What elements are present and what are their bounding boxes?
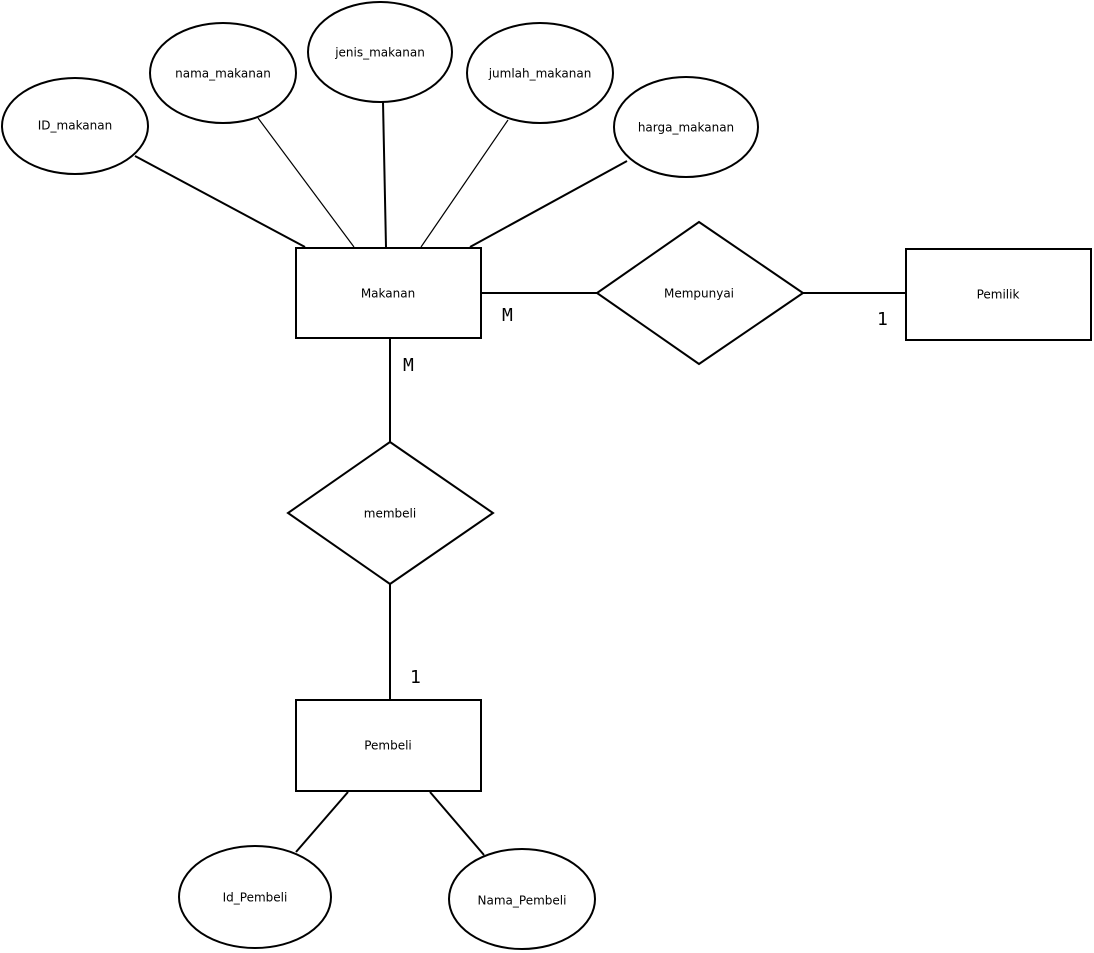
attribute-nama-pembeli: Nama_Pembeli (448, 848, 596, 950)
entity-label: Pembeli (364, 739, 412, 753)
connector-harga-makanan (469, 160, 628, 248)
attribute-jumlah-makanan: jumlah_makanan (466, 22, 614, 124)
attribute-label: jenis_makanan (334, 46, 425, 60)
attribute-id-pembeli: Id_Pembeli (178, 845, 332, 949)
entity-label: Makanan (361, 287, 415, 301)
attribute-label: harga_makanan (638, 121, 734, 135)
attribute-label: nama_makanan (175, 67, 271, 81)
connector-id-pembeli (295, 791, 349, 853)
entity-pemilik: Pemilik (905, 248, 1092, 341)
relationship-membeli: membeli (286, 440, 495, 586)
cardinality-pembeli-membeli: 1 (410, 667, 421, 688)
attribute-id-makanan: ID_makanan (1, 77, 149, 175)
connector-jumlah-makanan (420, 119, 509, 248)
relationship-mempunyai: Mempunyai (595, 220, 805, 366)
connector-nama-makanan (257, 117, 355, 248)
attribute-label: jumlah_makanan (488, 67, 592, 81)
entity-label: Pemilik (977, 288, 1020, 302)
entity-makanan: Makanan (295, 247, 482, 339)
cardinality-makanan-mempunyai: M (502, 305, 513, 326)
attribute-label: Id_Pembeli (223, 891, 288, 905)
attribute-label: Nama_Pembeli (478, 894, 567, 908)
cardinality-makanan-membeli: M (403, 355, 414, 376)
connector-id-makanan (134, 155, 306, 248)
attribute-harga-makanan: harga_makanan (613, 76, 759, 178)
cardinality-pemilik-mempunyai: 1 (877, 309, 888, 330)
relationship-label: Mempunyai (664, 287, 734, 301)
attribute-nama-makanan: nama_makanan (149, 22, 297, 124)
connector-jenis-makanan (382, 101, 387, 248)
entity-pembeli: Pembeli (295, 699, 482, 792)
relationship-label: membeli (364, 507, 416, 521)
attribute-jenis-makanan: jenis_makanan (307, 1, 453, 103)
attribute-label: ID_makanan (38, 119, 112, 133)
connector-nama-pembeli (429, 791, 485, 856)
